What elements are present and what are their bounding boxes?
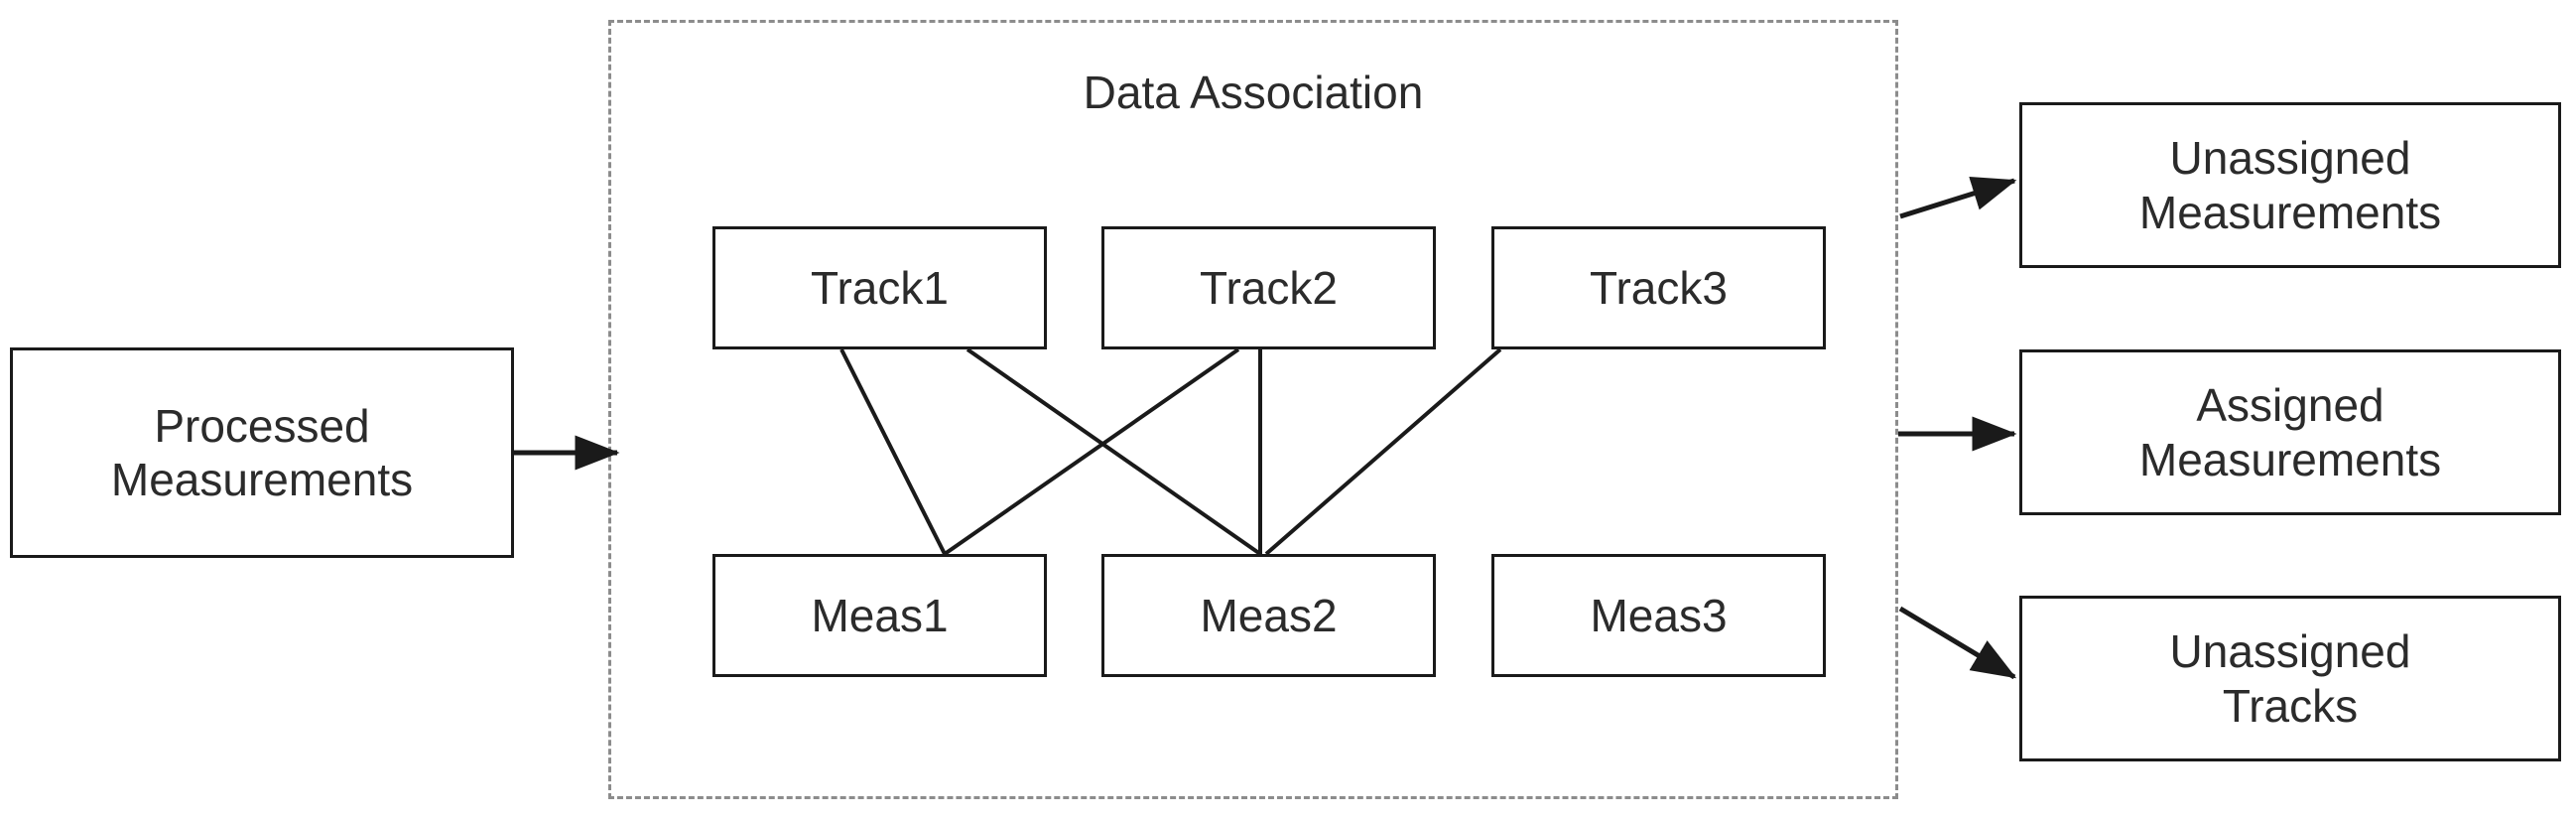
processed-measurements-label: Processed Measurements xyxy=(110,399,414,505)
unassigned-measurements-box[interactable]: Unassigned Measurements xyxy=(2019,102,2561,268)
arrow-region-to-unassigned-tracks xyxy=(1898,606,2017,680)
meas-label-2: Meas2 xyxy=(1200,589,1338,641)
track-box-1[interactable]: Track1 xyxy=(712,226,1047,349)
unassigned-measurements-label: Unassigned Measurements xyxy=(2138,132,2442,238)
unassigned-tracks-label: Unassigned Tracks xyxy=(2169,625,2411,732)
meas-label-3: Meas3 xyxy=(1590,589,1728,641)
track-label-2: Track2 xyxy=(1200,261,1338,314)
track-box-3[interactable]: Track3 xyxy=(1491,226,1826,349)
assigned-measurements-box[interactable]: Assigned Measurements xyxy=(2019,349,2561,515)
processed-measurements-box[interactable]: Processed Measurements xyxy=(10,347,514,558)
data-association-title: Data Association xyxy=(1083,67,1424,118)
meas-box-3[interactable]: Meas3 xyxy=(1491,554,1826,677)
track-label-1: Track1 xyxy=(811,261,949,314)
meas-box-1[interactable]: Meas1 xyxy=(712,554,1047,677)
unassigned-tracks-box[interactable]: Unassigned Tracks xyxy=(2019,596,2561,761)
meas-box-2[interactable]: Meas2 xyxy=(1101,554,1436,677)
meas-label-1: Meas1 xyxy=(811,589,949,641)
assigned-measurements-label: Assigned Measurements xyxy=(2138,379,2442,485)
arrow-region-to-unassigned-measurements xyxy=(1899,176,2017,219)
track-box-2[interactable]: Track2 xyxy=(1101,226,1436,349)
track-label-3: Track3 xyxy=(1590,261,1728,314)
data-association-region xyxy=(608,20,1898,799)
